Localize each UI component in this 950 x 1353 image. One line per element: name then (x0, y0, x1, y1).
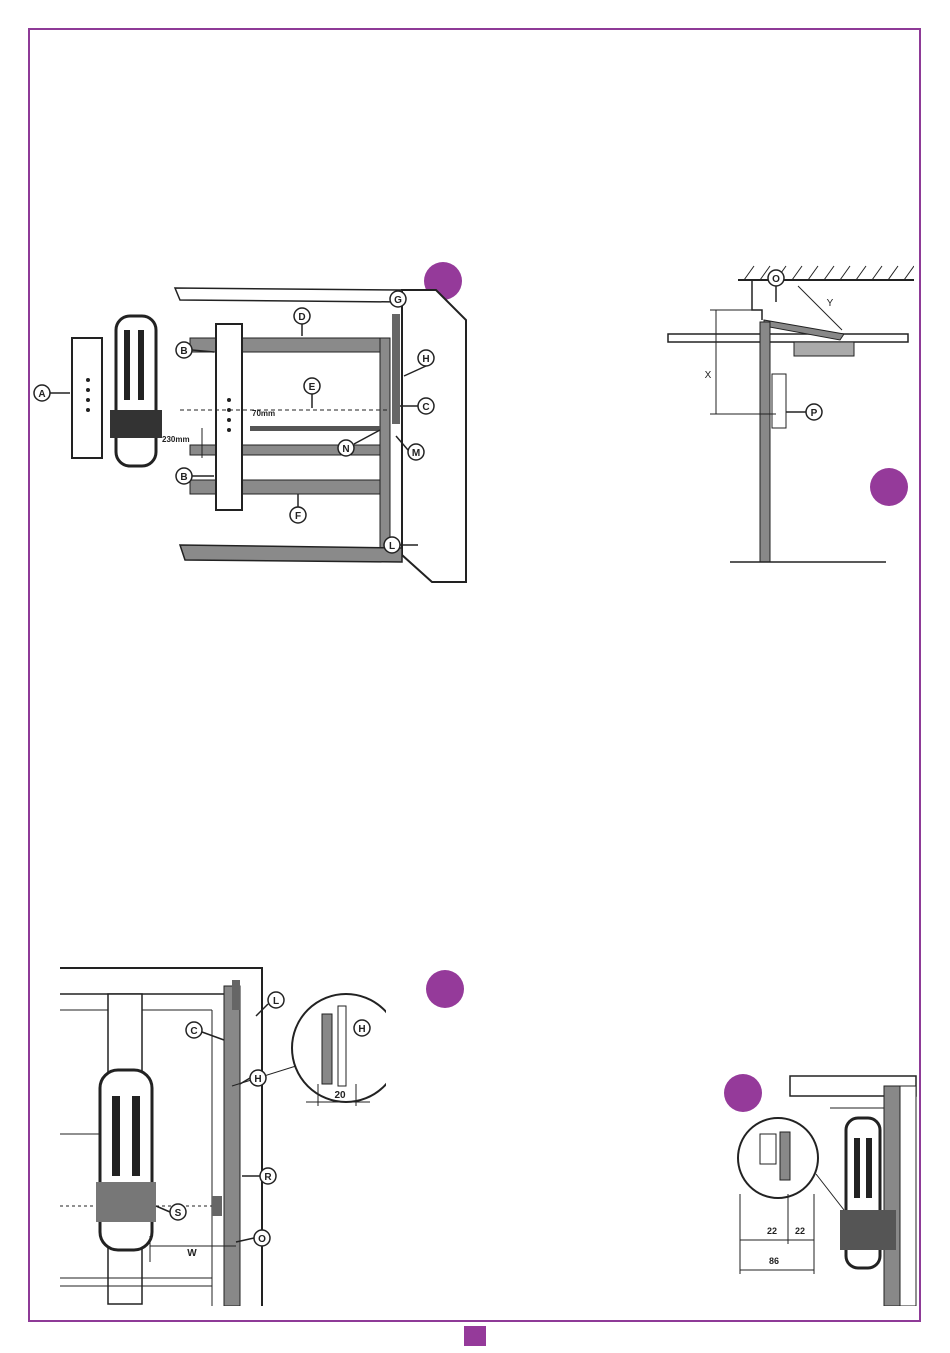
callout-l: L (389, 541, 395, 552)
callout-l: L (273, 996, 279, 1007)
callout-g: G (394, 295, 402, 306)
dimension-22-right: 22 (795, 1226, 805, 1236)
callout-h-detail: H (358, 1024, 365, 1035)
callout-d: D (298, 312, 305, 323)
dimension-70mm: 70mm (252, 409, 275, 418)
dimension-230mm: 230mm (162, 435, 190, 444)
callout-o: O (772, 274, 780, 285)
callout-e: E (309, 382, 316, 393)
dimension-x: X (705, 370, 712, 381)
callout-n: N (342, 444, 349, 455)
figure-3-front-view-diagram: C H H L R S O W 20 (56, 966, 386, 1306)
dimension-86: 86 (769, 1256, 779, 1266)
callout-f: F (295, 511, 301, 522)
dimension-y: Y (827, 298, 834, 309)
callout-o: O (258, 1234, 266, 1245)
callout-h: H (254, 1074, 261, 1085)
page-marker (464, 1326, 486, 1346)
callout-b-upper: B (180, 346, 187, 357)
callout-p: P (811, 408, 818, 419)
callout-c: C (422, 402, 429, 413)
figure-4-detail-diagram: 22 22 86 (734, 1074, 918, 1306)
callout-a: A (38, 389, 45, 400)
dimension-22-left: 22 (767, 1226, 777, 1236)
dimension-20: 20 (334, 1090, 346, 1101)
dimension-w: W (187, 1248, 197, 1259)
callout-h: H (422, 354, 429, 365)
callout-r: R (264, 1172, 272, 1183)
callout-b-lower: B (180, 472, 187, 483)
callout-m: M (412, 448, 420, 459)
callout-c: C (190, 1026, 197, 1037)
figure-2-side-view-diagram: O P X Y (664, 262, 914, 567)
callout-s: S (175, 1208, 182, 1219)
figure-1-assembly-diagram: A B B C D E F G H L M N 70mm 230mm (30, 280, 470, 590)
figure-3-badge (426, 970, 464, 1008)
